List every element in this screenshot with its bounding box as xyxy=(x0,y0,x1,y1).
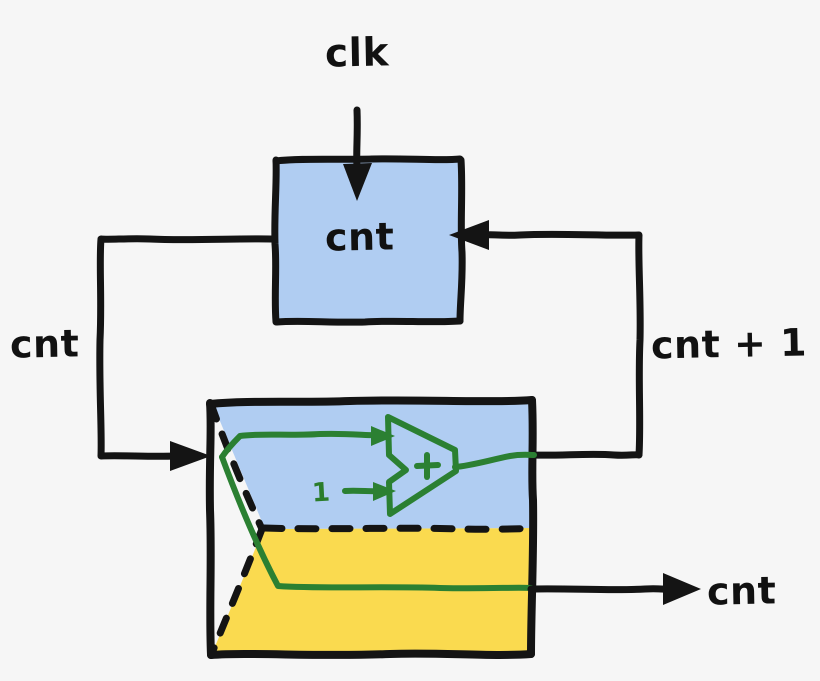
register-border-right xyxy=(456,156,466,325)
register-border-left xyxy=(271,156,280,326)
logic-block-dashed-upper-diagonal xyxy=(207,400,266,533)
feedback-right-wire xyxy=(449,220,644,459)
adder-block[interactable] xyxy=(385,414,459,517)
adder-input-a-wire xyxy=(219,430,383,460)
constant-one-label: 1 xyxy=(311,477,331,509)
logic-block-border-left xyxy=(205,399,215,659)
feedback-left-label: cnt xyxy=(9,321,80,367)
logic-block-dashed-divider xyxy=(260,524,535,533)
register-border-top xyxy=(272,155,464,165)
passthrough-wire xyxy=(219,454,534,592)
feedback-right-label: cnt + 1 xyxy=(650,320,808,368)
logic-block-border-top xyxy=(206,396,536,408)
register-label: cnt xyxy=(324,214,395,260)
clock-label: clk xyxy=(324,30,390,77)
register-fill xyxy=(276,160,461,322)
internal-green-wires xyxy=(219,426,537,592)
feedback-right-arrowhead xyxy=(449,220,489,250)
clock-arrowhead xyxy=(343,163,372,201)
feedback-left-wire xyxy=(96,235,278,471)
logic-block-border-right xyxy=(527,396,538,658)
output-arrowhead xyxy=(663,573,701,605)
adder-input-b-arrowhead xyxy=(373,482,396,501)
register-block[interactable] xyxy=(271,155,466,326)
feedback-left-arrowhead xyxy=(170,441,211,471)
logic-block-yellow-region xyxy=(211,527,531,655)
adder-output-wire xyxy=(452,451,537,470)
adder-outline xyxy=(385,414,459,517)
clock-input-wire xyxy=(343,106,372,201)
output-label: cnt xyxy=(706,568,777,614)
output-wire xyxy=(527,573,701,605)
logic-block-border-bottom xyxy=(207,649,535,659)
register-border-bottom xyxy=(273,317,464,326)
adder-input-a-arrowhead xyxy=(371,426,395,446)
